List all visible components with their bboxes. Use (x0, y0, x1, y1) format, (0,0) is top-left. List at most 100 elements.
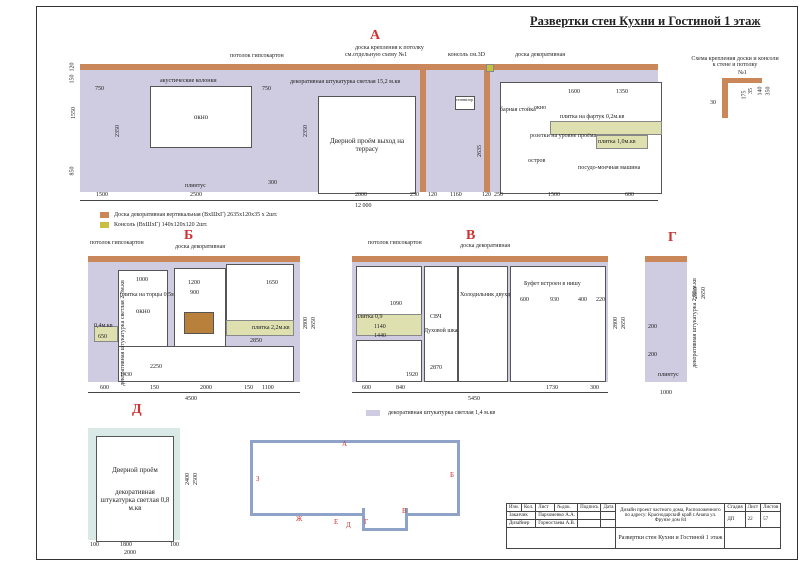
wall-d-letter: Д (132, 402, 142, 417)
wall-a-dim-h1550: 1550 (71, 107, 77, 119)
wall-a-sockets-label: розетки на уровне проёма (530, 133, 597, 139)
floor-plan-annex (362, 508, 408, 531)
scheme-d175: 175 (741, 90, 748, 100)
stamp-h-data: Дата (600, 503, 617, 512)
wall-b-dimline (88, 392, 300, 393)
wall-b-dim-900: 900 (190, 290, 199, 296)
wall-v-dim-h2800: 2800 (613, 317, 619, 329)
plan-letter-a: А (342, 440, 348, 448)
scheme-num: №1 (738, 70, 747, 76)
wall-g-letter: Г (668, 230, 677, 245)
wall-v-dim-600b: 600 (520, 297, 529, 303)
wall-a-dim-600: 600 (625, 192, 634, 198)
wall-v-buffet (510, 266, 606, 382)
wall-v-fridge (458, 266, 508, 382)
scheme-title: Схема крепления доски и консоли к стене … (691, 56, 779, 68)
stamp-h-kol: Кол. (520, 503, 537, 512)
wall-g-dim-200: 200 (648, 324, 657, 330)
stamp-r2-role: Дизайнер (505, 519, 537, 528)
wall-a-tile-label: плитка на фартук 0,2м.кв (560, 114, 625, 120)
stamp-sheet: 22 (744, 511, 762, 528)
wall-a-dim-250b: 250 (494, 192, 503, 198)
wall-a-dim-h1350: 1350 (616, 89, 628, 95)
wall-b-dim-150b: 150 (244, 385, 253, 391)
wall-a-baseboard-label: плинтус (185, 183, 206, 189)
wall-v-dim-1090: 1090 (390, 301, 402, 307)
wall-a-bar-label: барная стойка (500, 107, 536, 113)
wall-a-dim-300: 300 (268, 180, 277, 186)
wall-b-deco-board-label: доска декоративная (175, 244, 225, 250)
wall-a-speakers-label: акустические колонки (160, 78, 217, 84)
wall-v-dim-1140: 1140 (374, 324, 386, 330)
stamp-h-stage: Стадия (724, 503, 746, 512)
wall-v-oven-label: Духовой шкаф (424, 328, 462, 334)
wall-v-buffet-label: Буфет встроен в нишу (524, 281, 581, 287)
wall-b-panel (184, 312, 214, 334)
plan-letter-b: Б (450, 471, 455, 479)
wall-a-ceiling-board (80, 64, 658, 70)
wall-a-tile2 (596, 135, 648, 149)
wall-a-tv: телевизор (455, 96, 475, 110)
wall-v-dim-h2650: 2650 (621, 317, 627, 329)
legend-bracket-label: Консоль (ВхШхГ) 140х120х120 2шт. (114, 222, 208, 228)
wall-b-tile-side (94, 326, 118, 342)
wall-a-dim-1500a: 1500 (96, 192, 108, 198)
wall-v-letter: В (466, 228, 476, 243)
wall-v-ceiling-board (352, 256, 608, 262)
wall-a-door-label: Дверной проём выход на террасу (329, 137, 405, 153)
wall-a-dim-h1600: 1600 (568, 89, 580, 95)
wall-v-dim-total: 5450 (468, 396, 480, 402)
wall-g-dim-h2650: 2650 (701, 287, 707, 299)
stamp-h-izm: Изм. (506, 503, 522, 512)
wall-a-dim-750: 750 (95, 86, 104, 92)
wall-a-dim-2000: 2000 (355, 192, 367, 198)
wall-b-d650-label: 650 (98, 334, 107, 340)
scheme-ceiling-board (722, 78, 762, 83)
wall-a-dimline (80, 200, 658, 201)
legend-board-swatch (100, 212, 109, 218)
wall-v-dim-840: 840 (396, 385, 405, 391)
legend-bracket-swatch (100, 222, 109, 228)
wall-a-dim-h120: 120 (69, 62, 76, 72)
wall-g-dim-total: 1000 (660, 390, 672, 396)
wall-b-ceiling-label: потолок гипсокартон (90, 240, 144, 246)
wall-d-plaster-label: декоративная штукатурка светлая 0,8 м.кв (100, 488, 170, 512)
plan-letter-d: Д (346, 521, 351, 529)
wall-a-deco-board-label: доска декоративная (515, 52, 565, 58)
wall-b-tile-small-label: плитка на торцы 0,5м.кв (120, 292, 183, 298)
wall-a-dim-h2635: 2635 (477, 145, 483, 157)
scheme-d35: 35 (748, 88, 754, 94)
wall-b-ceiling-board (88, 256, 300, 262)
wall-b-dim-h1650: 1650 (266, 280, 278, 286)
wall-v-microwave-label: СВЧ (430, 314, 442, 320)
scheme-d140: 140 (757, 86, 764, 96)
scheme-board (722, 80, 728, 118)
wall-g-surface (645, 262, 687, 382)
wall-a-dim-1160: 1160 (450, 192, 462, 198)
title-block: Изм. Кол. Лист №док. Подпись Дата Дизайн… (505, 503, 782, 549)
stamp-sheets: 57 (760, 511, 782, 528)
stamp-h-list: Лист (535, 503, 556, 512)
stamp-sheet-title: Развертки стен Кухни и Гостиной 1 этаж (615, 527, 726, 549)
wall-b-dim-1000: 1000 (136, 277, 148, 283)
wall-v-dim-2870: 2870 (430, 365, 442, 371)
wall-a-window2-label: окно (534, 105, 547, 111)
wall-v-oven-column (424, 266, 458, 382)
wall-b-letter: Б (184, 228, 194, 243)
scheme-d350: 350 (765, 86, 772, 96)
wall-a-dim-2500: 2500 (190, 192, 202, 198)
wall-a-dim-750b: 750 (262, 86, 271, 92)
page-title: Развертки стен Кухни и Гостиной 1 этаж (530, 14, 761, 28)
wall-a-tile2-label: плитка 1,0м.кв (598, 139, 636, 145)
wall-b-plaster-label: декоративная штукатурка светлая 2,3м.кв (119, 280, 126, 386)
wall-a-dishwasher-label: посудо-моечная машина (578, 165, 641, 171)
stamp-h-ndok: №док. (554, 503, 579, 512)
plaster-legend-swatch (366, 410, 380, 416)
wall-v-dim-220: 220 (596, 297, 605, 303)
wall-b-dim-2250: 2250 (150, 364, 162, 370)
wall-a-window: окно (150, 86, 252, 148)
wall-b-hood (174, 268, 226, 348)
wall-a-dim-120: 120 (428, 192, 437, 198)
stamp-r1-role: Заказчик (505, 511, 537, 520)
stamp-stage: ДП (724, 511, 746, 528)
